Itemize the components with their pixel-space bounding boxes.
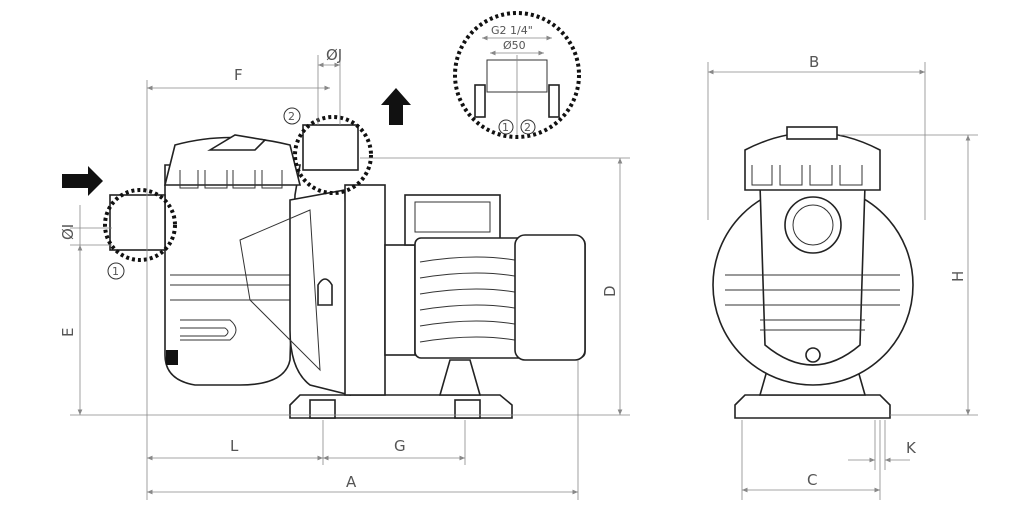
inlet-callout: 1 [112, 265, 119, 278]
detail-thread: G2 1/4" [491, 24, 533, 37]
outlet-detail-circle [293, 115, 373, 195]
dim-K: K [906, 439, 917, 457]
dim-J: ØJ [326, 46, 342, 64]
dim-E: E [59, 328, 77, 337]
dim-G: G [394, 437, 406, 455]
dim-F: F [234, 66, 243, 84]
dim-B: B [809, 53, 819, 71]
detail-callout-1: 1 [502, 121, 509, 134]
side-dimensions: F ØJ D E ØI L G A [59, 46, 630, 500]
detail-diameter: Ø50 [503, 39, 526, 52]
dim-I: ØI [59, 224, 77, 240]
detail-callout-2: 2 [524, 121, 531, 134]
port-detail: G2 1/4" Ø50 1 2 [453, 11, 581, 139]
outlet-callout: 2 [288, 110, 295, 123]
dim-D: D [601, 285, 619, 297]
front-view [712, 126, 914, 419]
front-dimensions: B H C K [707, 53, 978, 500]
side-view: 1 2 [62, 88, 586, 419]
dim-H: H [949, 271, 967, 282]
dim-A: A [346, 473, 357, 491]
inlet-detail-circle [103, 188, 177, 262]
inlet-arrow-icon [62, 166, 103, 196]
dim-C: C [807, 471, 817, 489]
dim-L: L [230, 437, 239, 455]
outlet-arrow-icon [381, 88, 411, 125]
